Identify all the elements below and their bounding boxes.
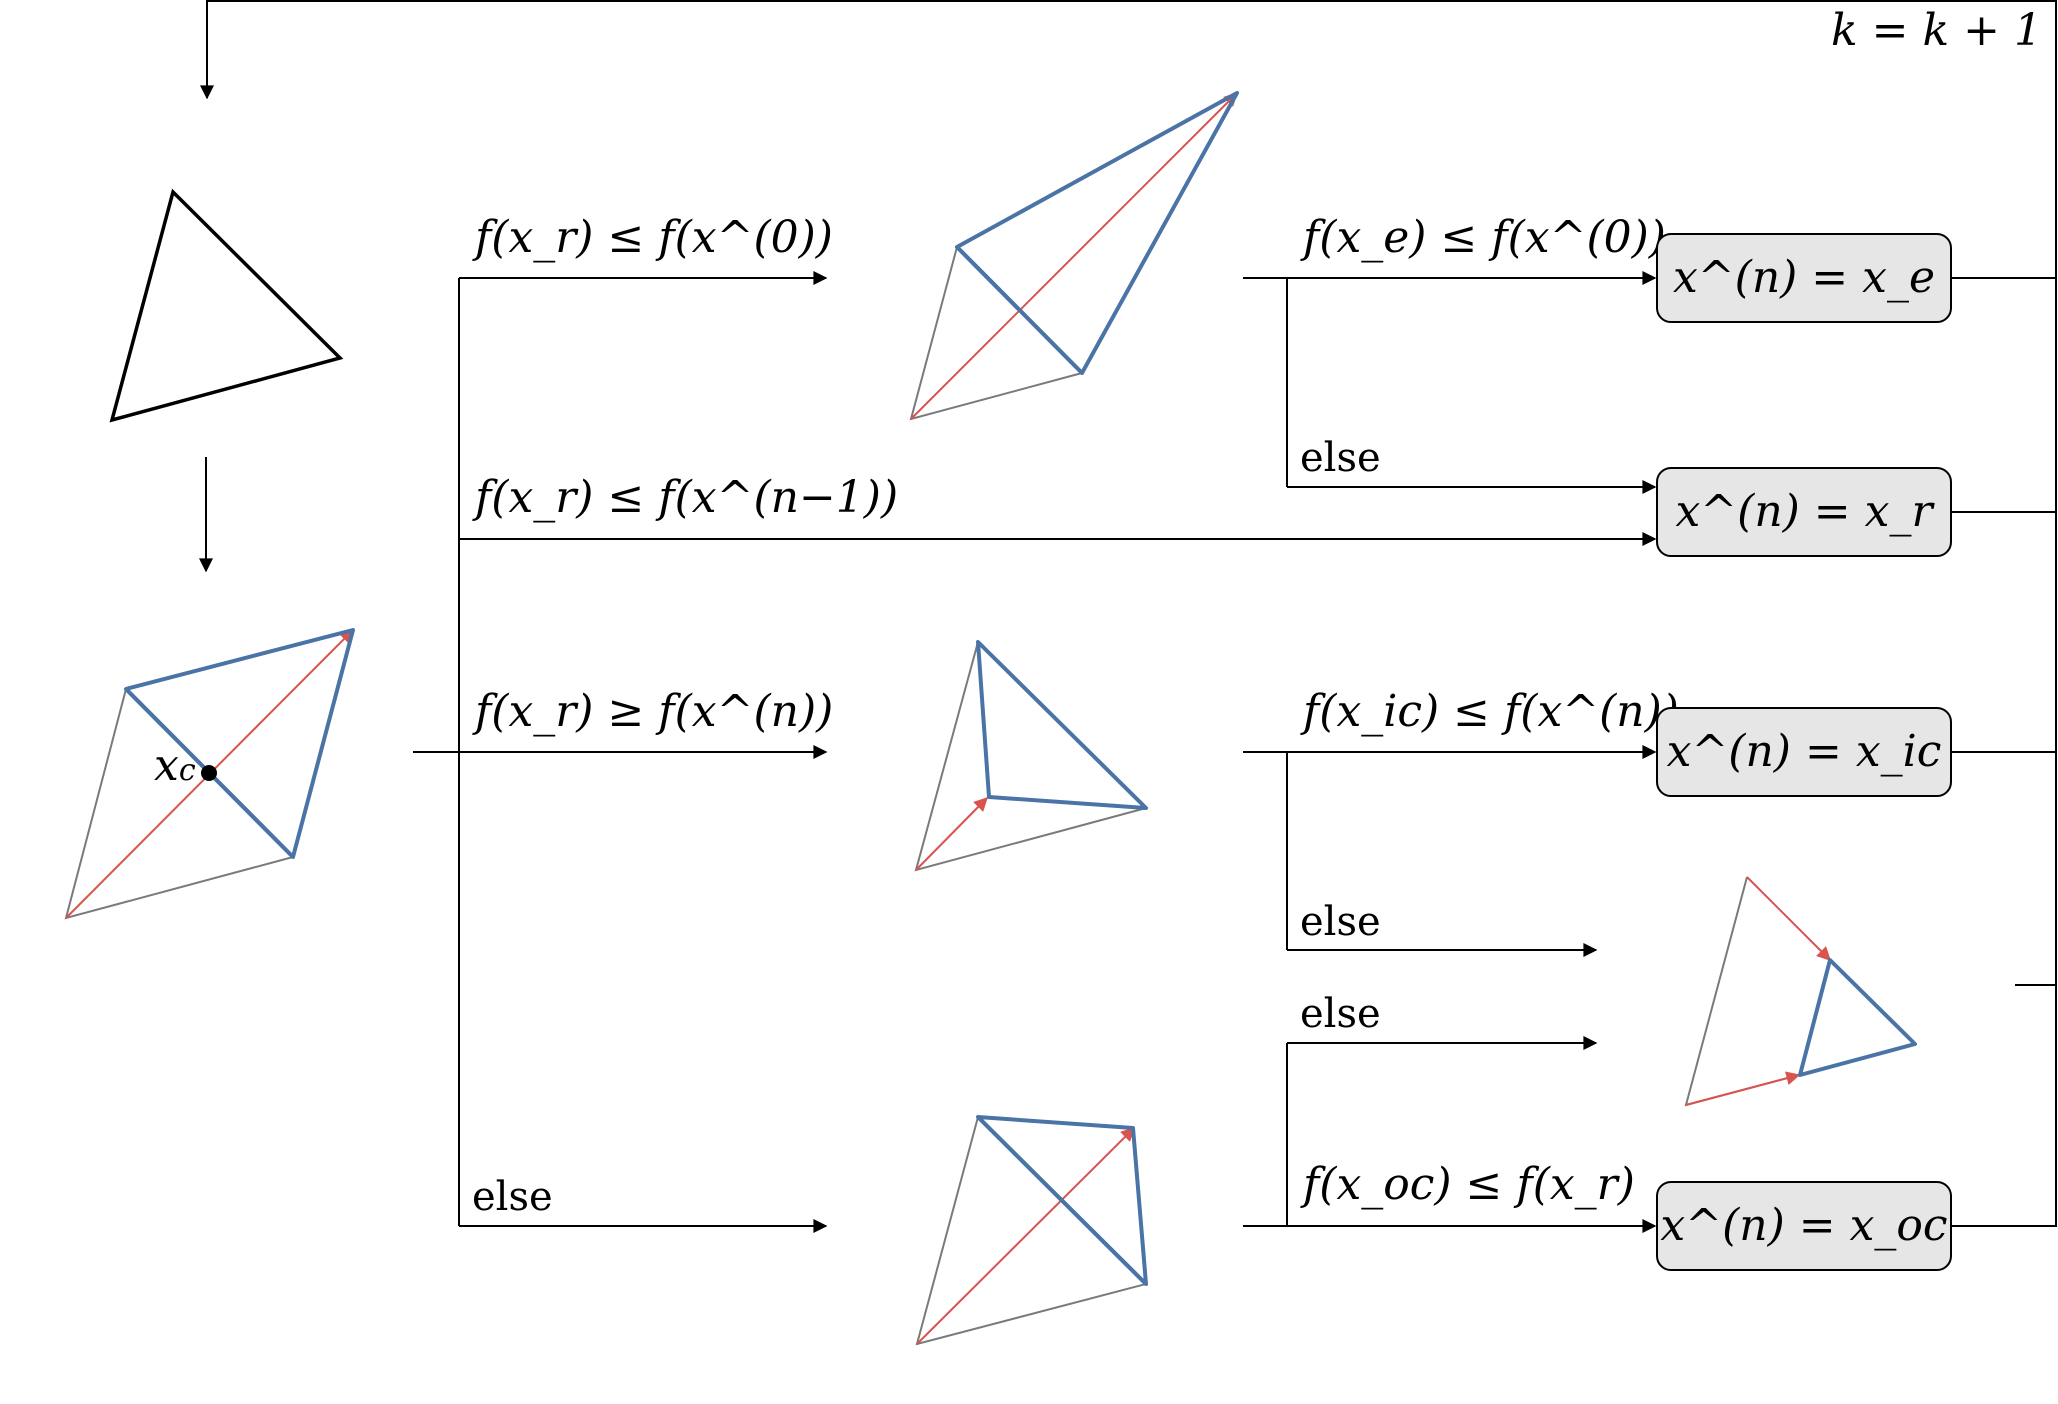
result-reflected-label: x^(n) = x_r — [1675, 486, 1935, 537]
condition-outside-else: else — [1300, 991, 1381, 1037]
condition-inside-test: f(x_ic) ≤ f(x^(n)) — [1300, 686, 1679, 737]
inside-contraction-simplex — [914, 640, 1148, 872]
condition-expand-else: else — [1300, 435, 1381, 481]
condition-reflect-worst: f(x_r) ≥ f(x^(n)) — [472, 686, 833, 737]
main-branch-connector — [413, 271, 1657, 1233]
result-expanded-label: x^(n) = x_e — [1673, 252, 1935, 303]
centroid-label: xx_cc — [154, 740, 196, 791]
loop-back-connector — [200, 0, 2057, 1227]
condition-outside-test: f(x_oc) ≤ f(x_r) — [1300, 1159, 1635, 1210]
result-box-outside-contracted: x^(n) = x_oc — [1656, 1181, 2056, 1271]
result-outside-label: x^(n) = x_oc — [1660, 1200, 1947, 1251]
inside-branch-connector — [1243, 745, 1657, 957]
result-box-expanded: x^(n) = x_e — [1656, 233, 2056, 323]
condition-reflect-second: f(x_r) ≤ f(x^(n−1)) — [472, 472, 898, 523]
loop-counter-label: k = k + 1 — [1831, 5, 2042, 56]
condition-expand-test: f(x_e) ≤ f(x^(0)) — [1300, 212, 1666, 263]
condition-inside-else: else — [1300, 899, 1381, 945]
result-box-inside-contracted: x^(n) = x_ic — [1656, 707, 2056, 797]
outside-branch-connector — [1243, 1036, 1657, 1233]
result-inside-label: x^(n) = x_ic — [1667, 726, 1942, 777]
condition-reflect-best: f(x_r) ≤ f(x^(0)) — [472, 212, 833, 263]
condition-reflect-else: else — [472, 1174, 553, 1220]
result-box-reflected: x^(n) = x_r — [1656, 467, 2056, 557]
outside-contraction-simplex — [915, 1115, 1148, 1346]
reflection-simplex — [64, 628, 355, 920]
expansion-simplex — [909, 91, 1239, 421]
expansion-branch-connector — [1243, 271, 1657, 494]
shrink-simplex — [1684, 876, 1917, 1107]
centroid-point — [201, 765, 217, 781]
initial-simplex — [109, 188, 344, 423]
